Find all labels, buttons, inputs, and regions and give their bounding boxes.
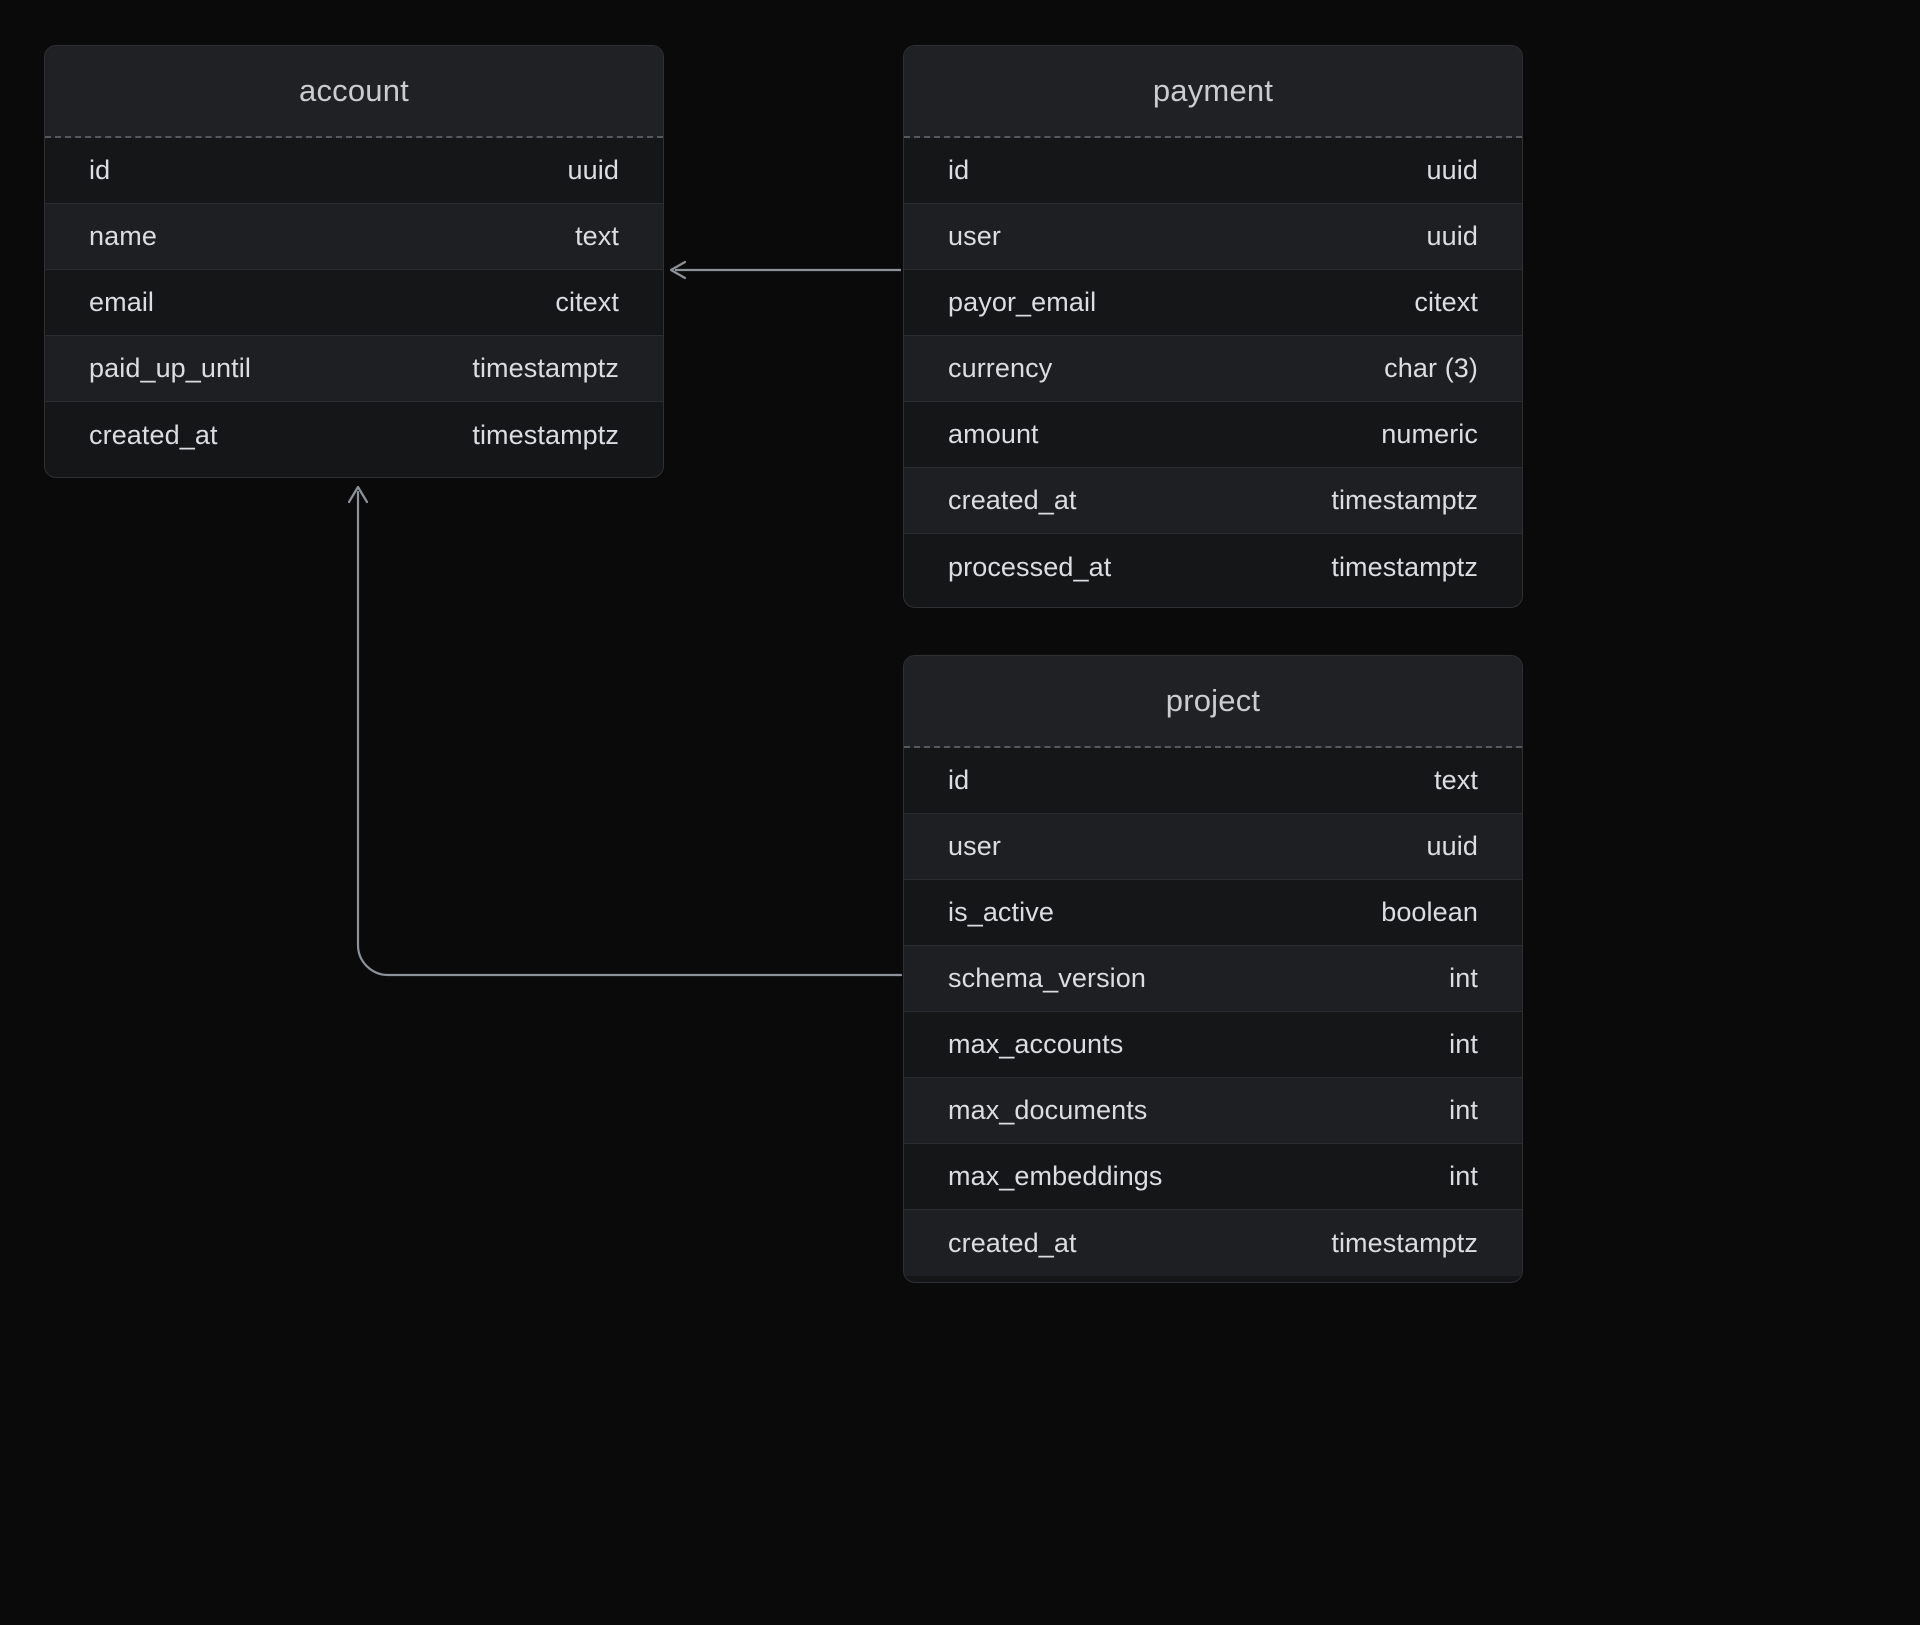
entity-table-account[interactable]: account id uuid name text email citext paid_up_… — [44, 45, 664, 478]
relationship-line — [356, 490, 903, 977]
entity-column-row[interactable]: currency char (3) — [904, 336, 1522, 402]
entity-column-list: id text user uuid is_active boolean schema_ver… — [904, 748, 1522, 1276]
column-type: boolean — [1381, 897, 1478, 927]
column-name: id — [948, 765, 970, 795]
column-name: email — [89, 287, 155, 317]
entity-title: account — [299, 73, 409, 108]
column-type: uuid — [567, 155, 619, 185]
column-type: timestamptz — [1331, 551, 1478, 582]
entity-column-row[interactable]: id text — [904, 748, 1522, 814]
column-name: created_at — [89, 419, 218, 450]
column-name: max_documents — [948, 1095, 1148, 1125]
column-type: timestamptz — [472, 353, 619, 383]
column-name: payor_email — [948, 287, 1097, 317]
entity-header-project: project — [904, 656, 1522, 748]
entity-column-row[interactable]: max_accounts int — [904, 1012, 1522, 1078]
entity-column-row[interactable]: max_embeddings int — [904, 1144, 1522, 1210]
entity-column-row[interactable]: user uuid — [904, 204, 1522, 270]
column-name: amount — [948, 419, 1039, 449]
entity-title: project — [1165, 683, 1261, 718]
entity-column-row[interactable]: processed_at timestamptz — [904, 534, 1522, 600]
entity-header-account: account — [45, 46, 663, 138]
column-type: timestamptz — [1331, 1227, 1478, 1258]
column-type: numeric — [1381, 419, 1478, 449]
entity-column-row[interactable]: created_at timestamptz — [904, 468, 1522, 534]
entity-column-row[interactable]: max_documents int — [904, 1078, 1522, 1144]
relationship-payment-to-account — [669, 260, 901, 280]
column-type: timestamptz — [472, 419, 619, 450]
entity-column-row[interactable]: user uuid — [904, 814, 1522, 880]
entity-header-payment: payment — [904, 46, 1522, 138]
arrowhead-up-icon — [347, 485, 369, 504]
column-type: int — [1449, 1029, 1478, 1059]
entity-column-row[interactable]: id uuid — [904, 138, 1522, 204]
column-name: user — [948, 831, 1001, 861]
entity-column-row[interactable]: name text — [45, 204, 663, 270]
column-name: user — [948, 221, 1001, 251]
column-name: processed_at — [948, 551, 1112, 582]
column-type: text — [1434, 765, 1478, 795]
column-name: max_embeddings — [948, 1161, 1163, 1191]
entity-table-payment[interactable]: payment id uuid user uuid payor_email citext cu… — [903, 45, 1523, 608]
column-type: uuid — [1426, 221, 1478, 251]
relationship-project-to-account — [347, 485, 903, 977]
entity-column-row[interactable]: payor_email citext — [904, 270, 1522, 336]
entity-column-row[interactable]: schema_version int — [904, 946, 1522, 1012]
entity-column-row[interactable]: created_at timestamptz — [45, 402, 663, 468]
column-type: int — [1449, 1161, 1478, 1191]
column-name: name — [89, 221, 157, 251]
column-name: id — [89, 155, 111, 185]
entity-column-row[interactable]: is_active boolean — [904, 880, 1522, 946]
column-type: uuid — [1426, 155, 1478, 185]
column-name: paid_up_until — [89, 353, 251, 383]
column-type: timestamptz — [1331, 485, 1478, 515]
column-type: citext — [555, 287, 619, 317]
entity-column-row[interactable]: amount numeric — [904, 402, 1522, 468]
entity-column-row[interactable]: created_at timestamptz — [904, 1210, 1522, 1276]
column-name: created_at — [948, 485, 1077, 515]
arrowhead-left-icon — [669, 260, 687, 280]
entity-column-row[interactable]: paid_up_until timestamptz — [45, 336, 663, 402]
column-type: citext — [1414, 287, 1478, 317]
entity-column-row[interactable]: id uuid — [45, 138, 663, 204]
column-name: created_at — [948, 1227, 1077, 1258]
column-type: int — [1449, 963, 1478, 993]
column-type: char (3) — [1384, 353, 1478, 383]
column-type: uuid — [1426, 831, 1478, 861]
column-type: text — [575, 221, 619, 251]
column-name: schema_version — [948, 963, 1146, 993]
column-name: is_active — [948, 897, 1054, 927]
column-name: currency — [948, 353, 1053, 383]
entity-title: payment — [1152, 73, 1274, 108]
entity-column-row[interactable]: email citext — [45, 270, 663, 336]
column-type: int — [1449, 1095, 1478, 1125]
column-name: max_accounts — [948, 1029, 1124, 1059]
column-name: id — [948, 155, 970, 185]
entity-table-project[interactable]: project id text user uuid is_active boolean sch… — [903, 655, 1523, 1283]
